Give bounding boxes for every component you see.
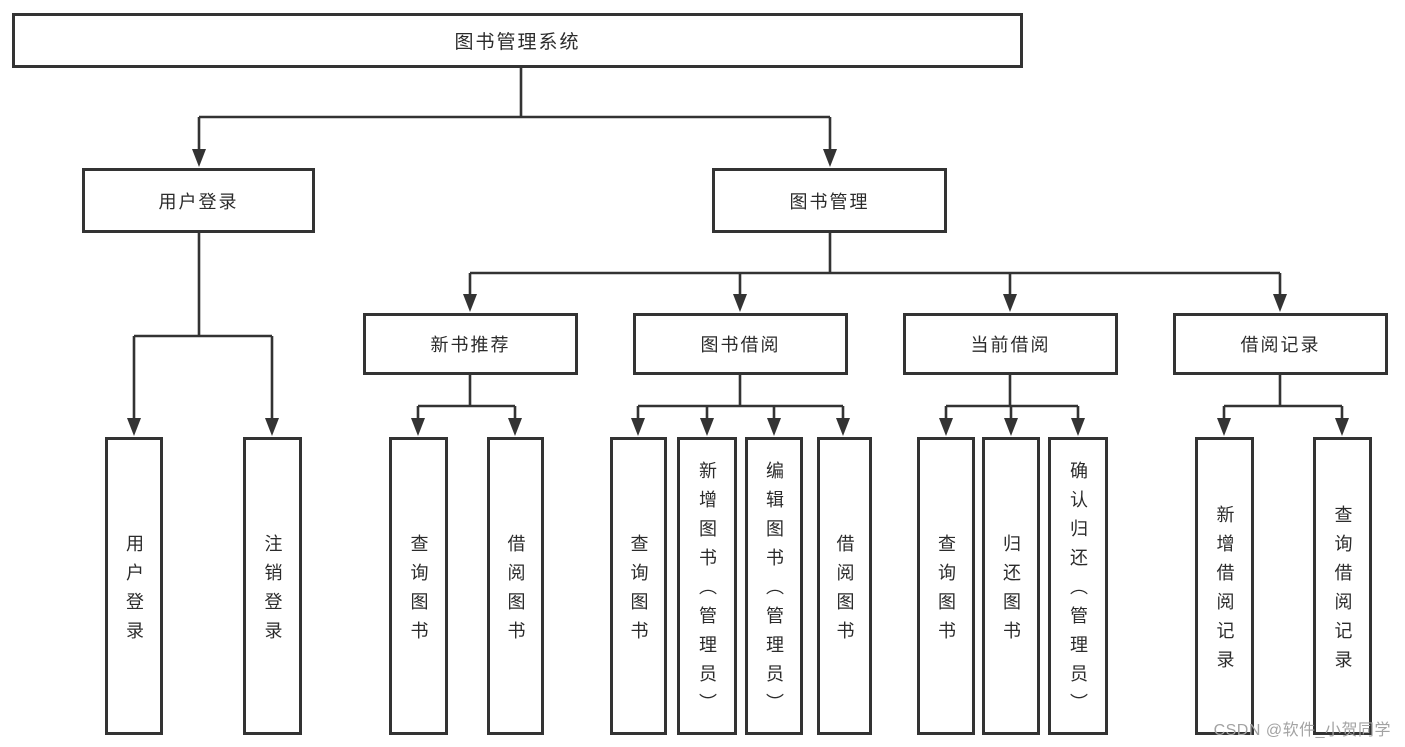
- leaf-query-books-borrow: 查询图书: [610, 437, 667, 735]
- edges-book-borrow: [631, 375, 850, 436]
- node-label: 借阅图书: [834, 533, 855, 650]
- node-root: 图书管理系统: [12, 13, 1023, 68]
- watermark: CSDN @软件_小贺同学: [1213, 722, 1391, 739]
- node-user-login: 用户登录: [82, 168, 315, 233]
- node-label: 新增图书（管理员）: [697, 461, 717, 722]
- node-label: 查询图书: [936, 533, 956, 650]
- edges-user-login: [127, 233, 279, 436]
- edges-new-book-recommend: [411, 375, 522, 436]
- node-borrow-records: 借阅记录: [1173, 313, 1388, 375]
- node-book-management: 图书管理: [712, 168, 947, 233]
- node-label: 用户登录: [124, 533, 144, 650]
- node-label: 图书借阅: [700, 335, 781, 355]
- node-label: 查询图书: [628, 533, 649, 650]
- node-label: 新书推荐: [430, 335, 511, 355]
- leaf-user-login: 用户登录: [105, 437, 163, 735]
- leaf-logout: 注销登录: [243, 437, 302, 735]
- leaf-add-borrow-record: 新增借阅记录: [1195, 437, 1254, 735]
- node-label: 借阅记录: [1240, 335, 1321, 355]
- node-label: 图书管理系统: [454, 32, 581, 53]
- edges-borrow-records: [1217, 375, 1349, 436]
- node-label: 注销登录: [262, 533, 283, 650]
- node-label: 用户登录: [158, 191, 239, 212]
- edges-current-borrow: [939, 375, 1085, 436]
- node-current-borrow: 当前借阅: [903, 313, 1118, 375]
- node-label: 查询借阅记录: [1332, 504, 1353, 679]
- leaf-query-books-recommend: 查询图书: [389, 437, 448, 735]
- leaf-edit-book-admin: 编辑图书（管理员）: [745, 437, 803, 735]
- leaf-borrow-books: 借阅图书: [817, 437, 872, 735]
- node-label: 编辑图书（管理员）: [764, 461, 784, 722]
- node-label: 查询图书: [408, 533, 429, 650]
- leaf-query-books-current: 查询图书: [917, 437, 975, 735]
- node-label: 图书管理: [789, 191, 870, 212]
- edges-book-management: [463, 233, 1287, 312]
- node-label: 归还图书: [1001, 533, 1021, 650]
- leaf-confirm-return-admin: 确认归还（管理员）: [1048, 437, 1108, 735]
- node-book-borrow: 图书借阅: [633, 313, 848, 375]
- node-label: 借阅图书: [505, 533, 526, 650]
- node-new-book-recommend: 新书推荐: [363, 313, 578, 375]
- edges-root: [192, 68, 837, 167]
- leaf-query-borrow-record: 查询借阅记录: [1313, 437, 1372, 735]
- leaf-return-book: 归还图书: [982, 437, 1040, 735]
- node-label: 确认归还（管理员）: [1068, 461, 1088, 722]
- leaf-borrow-books-recommend: 借阅图书: [487, 437, 544, 735]
- leaf-add-book-admin: 新增图书（管理员）: [677, 437, 737, 735]
- node-label: 当前借阅: [970, 335, 1051, 355]
- node-label: 新增借阅记录: [1214, 504, 1235, 679]
